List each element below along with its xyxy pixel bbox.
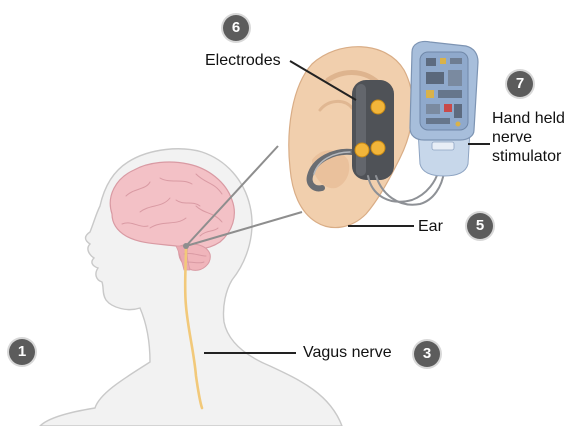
electrode-dot-top bbox=[371, 100, 385, 114]
clip-body-shade bbox=[356, 84, 366, 176]
badge-5: 5 bbox=[467, 213, 493, 239]
badge-6: 6 bbox=[223, 15, 249, 41]
label-hand-held-line3: stimulator bbox=[492, 147, 561, 166]
label-ear: Ear bbox=[418, 217, 443, 236]
label-hand-held-line1: Hand held bbox=[492, 109, 565, 128]
electrode-dot-right bbox=[371, 141, 385, 155]
label-electrodes: Electrodes bbox=[205, 51, 281, 70]
badge-1: 1 bbox=[9, 339, 35, 365]
electrode-dot-left bbox=[355, 143, 369, 157]
device-button bbox=[432, 142, 454, 150]
label-vagus-nerve: Vagus nerve bbox=[303, 343, 392, 362]
badge-7: 7 bbox=[507, 71, 533, 97]
label-hand-held-line2: nerve bbox=[492, 128, 532, 147]
stimulator-device bbox=[410, 41, 478, 176]
badge-3: 3 bbox=[414, 341, 440, 367]
